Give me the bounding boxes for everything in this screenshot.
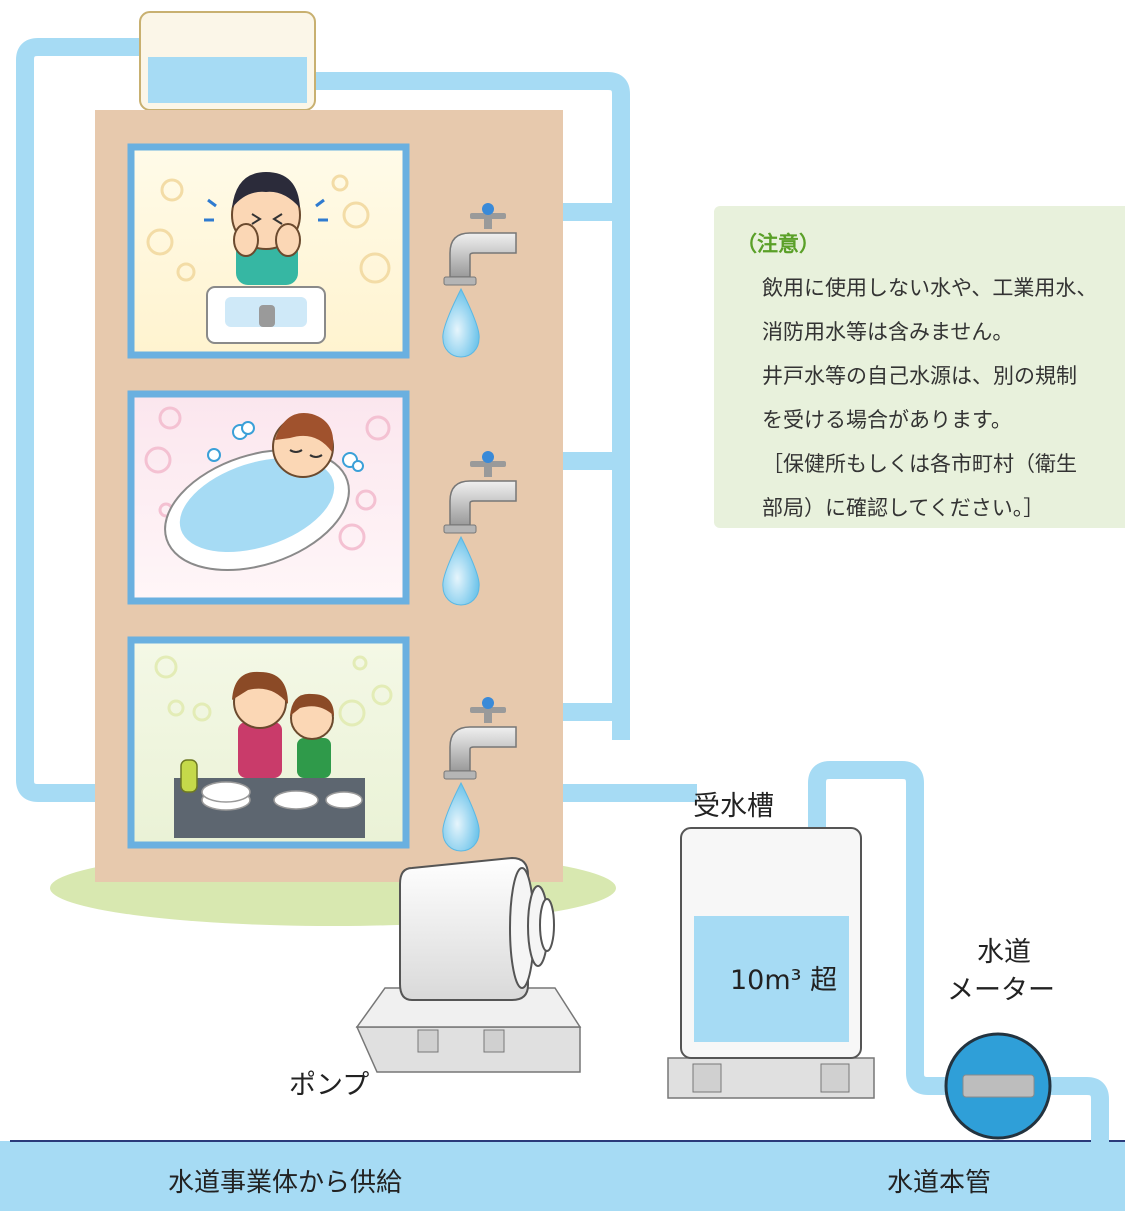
supply-label: 水道事業体から供給 [168,1168,403,1198]
caution-title: （注意） [736,232,820,256]
faucet-icon [443,451,517,534]
water-drop-icon [442,535,480,606]
receiving-tank-label: 受水槽 [693,791,774,822]
caution-line: 井戸水等の自己水源は、別の規制 [762,364,1077,388]
caution-line: 部局）に確認してください。］ [762,496,1045,520]
meter-label-line2: メーター [947,975,1055,1006]
rooftop-tank [139,11,316,111]
faucet-icon [443,203,517,286]
meter-label-line1: 水道 [977,937,1031,968]
pump-label: ポンプ [289,1070,370,1101]
tank-capacity-label: 10m³ 超 [730,965,838,996]
water-drop-icon [442,781,480,852]
water-meter [944,1032,1052,1140]
caution-note: （注意） 飲用に使用しない水や、工業用水、 消防用水等は含みません。 井戸水等の… [714,206,1125,528]
faucet-icon [443,697,517,780]
faucets [442,203,517,852]
caution-line: ［保健所もしくは各市町村（衛生 [762,452,1077,476]
scene-washing-dishes [127,636,410,849]
receiving-tank [667,827,875,1099]
caution-line: 飲用に使用しない水や、工業用水、 [762,276,1098,300]
scene-washing-face [127,143,410,359]
main-pipe-label: 水道本管 [887,1168,992,1198]
scene-bathing [127,390,410,605]
water-drop-icon [442,287,480,358]
pump [355,856,582,1073]
caution-line: 消防用水等は含みません。 [762,320,1014,344]
main-pipe-band [0,1141,1125,1211]
caution-line: を受ける場合があります。 [762,408,1012,432]
